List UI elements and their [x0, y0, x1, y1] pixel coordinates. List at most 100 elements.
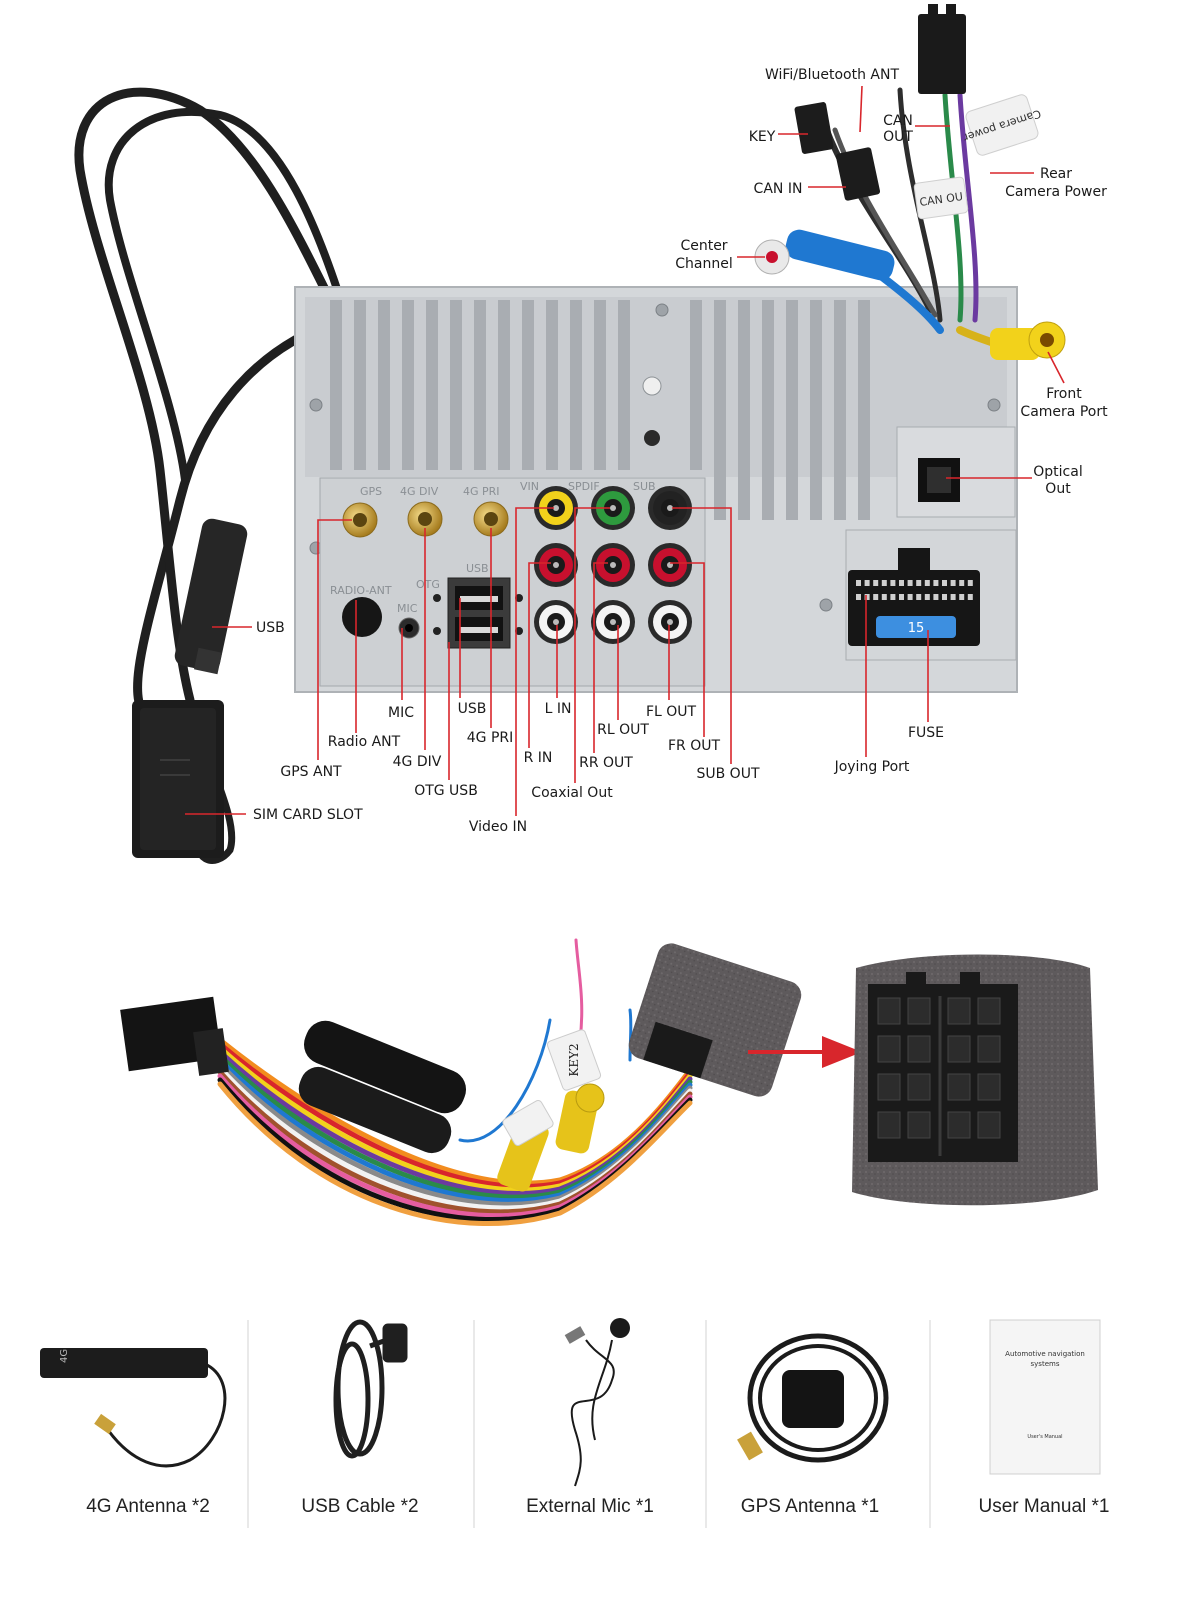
4g-div-connector — [407, 501, 443, 537]
connector-pin — [924, 580, 930, 586]
connector-pin — [864, 594, 870, 600]
usb-cable-coil — [333, 1319, 408, 1459]
connector-pin — [890, 594, 896, 600]
label-sub-out: SUB OUT — [696, 766, 759, 782]
leader-lines — [185, 85, 1065, 816]
external-mic — [564, 1318, 630, 1487]
iso-connector — [852, 954, 1098, 1206]
4g-pri-connector — [473, 501, 509, 537]
iso-pin-cell — [977, 1111, 1001, 1139]
print-gps: GPS — [360, 485, 382, 498]
connector-pin — [916, 580, 922, 586]
rr-out-jack — [591, 543, 635, 587]
iso-pin-cell — [877, 1035, 901, 1063]
iso-pin-cell — [907, 1035, 931, 1063]
iso-pin-cell — [977, 1073, 1001, 1101]
accessory-caption: User Manual *1 — [979, 1496, 1110, 1517]
user-manual-booklet: Automotive navigation systems User's Man… — [989, 1319, 1101, 1475]
heatsink-fin — [786, 300, 798, 520]
center-channel-rca — [754, 229, 895, 281]
iso-pin-cell — [947, 1111, 971, 1139]
label-key: KEY — [749, 129, 776, 145]
heatsink-fin — [858, 300, 870, 520]
manual-title-line1: Automotive navigation — [1005, 1350, 1085, 1358]
label-front-cam-line1: Front — [1046, 386, 1082, 402]
label-4g-div: 4G DIV — [393, 754, 442, 770]
heatsink-fin — [810, 300, 822, 520]
harness-wire — [628, 1008, 633, 1062]
label-coaxial-out: Coaxial Out — [531, 785, 613, 801]
heatsink-fin — [738, 300, 750, 520]
heatsink-fin — [546, 300, 558, 470]
label-usb-port: USB — [458, 701, 487, 717]
label-rl-out: RL OUT — [597, 722, 649, 738]
print-sub: SUB — [633, 480, 656, 493]
label-fl-out: FL OUT — [646, 704, 697, 720]
joying-port-pins — [856, 580, 973, 600]
label-otg-usb: OTG USB — [414, 783, 478, 799]
print-mic: MIC — [397, 602, 418, 615]
fuse-value: 15 — [908, 621, 925, 636]
heatsink-fin — [354, 300, 366, 470]
label-center-line2: Channel — [675, 256, 732, 272]
accessory-caption: GPS Antenna *1 — [741, 1496, 879, 1517]
connector-pin — [942, 580, 947, 586]
connector-pin — [959, 580, 965, 586]
iso-pin-cell — [947, 1073, 971, 1101]
harness-white-tags: KEY2 — [502, 1029, 602, 1147]
connector-pin — [933, 594, 939, 600]
label-joying-port: Joying Port — [834, 759, 910, 775]
svg-text:4G: 4G — [59, 1349, 70, 1363]
sim-card-dongle — [132, 700, 224, 858]
iso-pin-cell — [977, 1035, 1001, 1063]
panel-dot — [433, 627, 441, 635]
heatsink-fin — [522, 300, 534, 470]
connector-pin — [967, 580, 973, 586]
connector-pin — [881, 580, 887, 586]
connector-pin — [967, 594, 973, 600]
connector-pin — [959, 594, 965, 600]
panel-dot — [515, 594, 523, 602]
connector-pin — [856, 594, 861, 600]
manual-subtitle: User's Manual — [1027, 1434, 1062, 1440]
label-sim-card-slot: SIM CARD SLOT — [253, 807, 363, 823]
rl-out-jack — [591, 600, 635, 644]
iso-pin-cell — [877, 1073, 901, 1101]
connector-pin — [933, 580, 939, 586]
connector-pin — [856, 580, 861, 586]
accessory-dividers — [247, 1320, 931, 1528]
tag-key2: KEY2 — [567, 1043, 581, 1076]
print-otg: OTG — [416, 578, 440, 591]
harness-wire — [574, 938, 584, 1042]
harness-wire — [217, 1081, 693, 1226]
front-camera-rca — [990, 321, 1066, 360]
connector-pin — [864, 580, 870, 586]
heatsink-fin — [762, 300, 774, 520]
print-4g-div: 4G DIV — [400, 485, 439, 498]
key-connector — [794, 102, 834, 154]
label-center-line1: Center — [680, 238, 727, 254]
harness-wire — [458, 1018, 552, 1143]
usb-plug — [174, 518, 248, 675]
connector-pin — [899, 594, 904, 600]
connector-pin — [890, 580, 896, 586]
power-harness: KEY2 — [120, 938, 802, 1226]
harness-plug-right — [628, 943, 802, 1097]
video-in-jack — [534, 486, 578, 530]
label-usb-cable: USB — [256, 620, 285, 636]
4g-antenna: 4G — [40, 1348, 227, 1468]
connector-pin — [881, 594, 887, 600]
label-optical-line1: Optical — [1033, 464, 1082, 480]
connector-pin — [907, 594, 913, 600]
label-l-in: L IN — [545, 701, 572, 717]
gps-antenna — [737, 1333, 889, 1463]
connector-pin — [950, 580, 956, 586]
sub-out-jack — [648, 486, 692, 530]
label-front-cam-line2: Camera Port — [1020, 404, 1108, 420]
heatsink-fin — [474, 300, 486, 470]
accessory-caption: 4G Antenna *2 — [86, 1496, 210, 1517]
heatsink-fin — [330, 300, 342, 470]
panel-dot — [433, 594, 441, 602]
